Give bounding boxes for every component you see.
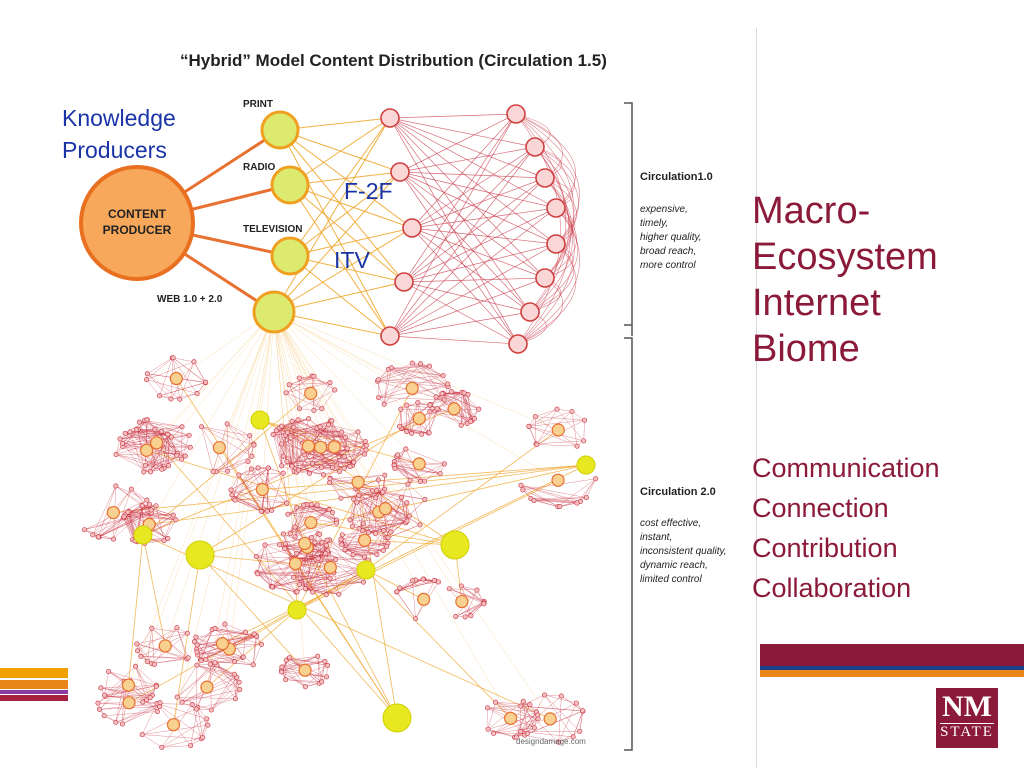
circulation1-note: broad reach, xyxy=(640,246,696,257)
circulation2-hub xyxy=(356,560,376,580)
left-stripe-orange xyxy=(0,680,68,689)
nmstate-logo: NM STATE xyxy=(936,688,998,748)
circulation2-bracket xyxy=(624,337,633,751)
logo-line2: STATE xyxy=(940,723,994,740)
left-stripe-red xyxy=(0,695,68,701)
circulation1-note: higher quality, xyxy=(640,232,702,243)
channel-label: WEB 1.0 + 2.0 xyxy=(157,294,223,305)
channel-node xyxy=(270,236,310,276)
hybrid-model-diagram: “Hybrid” Model Content Distribution (Cir… xyxy=(79,51,727,751)
circulation2-note: cost effective, xyxy=(640,518,701,529)
channel-node xyxy=(270,165,310,205)
channel-label: TELEVISION xyxy=(243,224,302,235)
content-producer-node xyxy=(79,165,195,281)
circulation2-hub xyxy=(440,530,470,560)
circulation1-node xyxy=(380,108,400,128)
circulation1-node xyxy=(508,334,528,354)
itv-annotation: ITV xyxy=(334,247,370,273)
circulation2-hub xyxy=(185,540,215,570)
channel-node xyxy=(260,110,300,150)
channel-label: PRINT xyxy=(243,99,273,110)
circulation1-node xyxy=(390,162,410,182)
circulation2-note: dynamic reach, xyxy=(640,560,708,571)
right-stripe-maroon xyxy=(760,644,1024,666)
circulation2-hub xyxy=(133,525,153,545)
circulation2-heading: Circulation 2.0 xyxy=(640,486,716,498)
logo-line1: NM xyxy=(942,690,992,723)
knowledge-producers-annotation: Knowledge Producers xyxy=(62,105,176,163)
circulation1-node xyxy=(402,218,422,238)
f2f-annotation: F-2F xyxy=(344,178,393,204)
circulation1-note: more control xyxy=(640,260,696,271)
circulation2-hub xyxy=(250,410,270,430)
circulation2-hub xyxy=(576,455,596,475)
channel-label: RADIO xyxy=(243,162,275,173)
slide-divider-line xyxy=(756,28,757,768)
circulation2-note: instant, xyxy=(640,532,672,543)
circulation1-note: timely, xyxy=(640,218,668,229)
slide-keyword-list: Communication Connection Contribution Co… xyxy=(752,453,940,603)
circulation1-note: expensive, xyxy=(640,204,688,215)
producer-label-line1: CONTENT xyxy=(108,207,167,221)
circulation1-node xyxy=(506,104,526,124)
producer-label-line2: PRODUCER xyxy=(103,223,172,237)
circulation1-node xyxy=(520,302,540,322)
circulation1-node xyxy=(525,137,545,157)
circulation1-node xyxy=(535,168,555,188)
diagram-credit: designdamage.com xyxy=(516,737,586,746)
diagram-title: “Hybrid” Model Content Distribution (Cir… xyxy=(180,51,607,70)
left-stripe-purple xyxy=(0,690,68,694)
channel-node xyxy=(252,290,296,334)
right-stripe-orange xyxy=(760,670,1024,677)
circulation1-node xyxy=(394,272,414,292)
circulation1-bracket xyxy=(624,102,633,336)
slide-title: Macro- Ecosystem Internet Biome xyxy=(752,190,938,370)
circulation2-note: limited control xyxy=(640,574,702,585)
circulation2-note: inconsistent quality, xyxy=(640,546,727,557)
right-stripe-blue xyxy=(760,666,1024,670)
circulation2-hub xyxy=(382,703,412,733)
circulation1-node xyxy=(546,198,566,218)
circulation1-node xyxy=(380,326,400,346)
circulation1-node xyxy=(546,234,566,254)
circulation1-heading: Circulation1.0 xyxy=(640,171,713,183)
circulation2-hub xyxy=(287,600,307,620)
left-stripe-maroon xyxy=(0,668,68,678)
circulation1-node xyxy=(535,268,555,288)
